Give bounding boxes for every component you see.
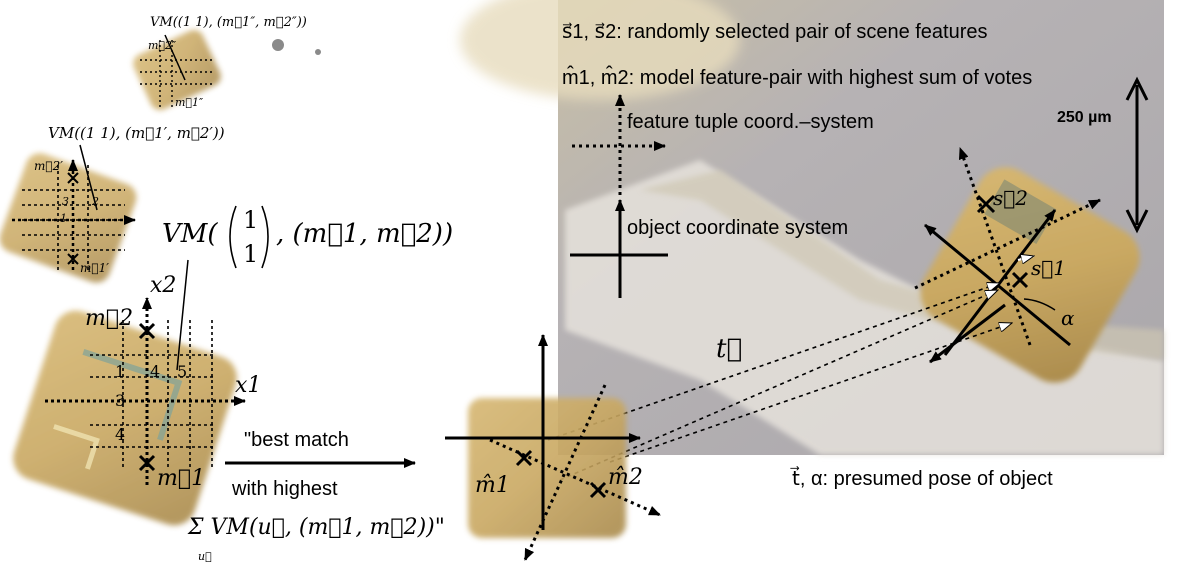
x1-label: x1 (235, 373, 261, 398)
m1-marker (138, 454, 156, 472)
translation-lines: t⃗ (547, 283, 1012, 481)
vote-middle-label: VM((1 1), (m⃗1′, m⃗2′)) (48, 124, 225, 142)
best-match-line2: with highest (231, 478, 338, 500)
s1-marker (1011, 271, 1029, 289)
legend-tuple-cs: feature tuple coord.–system (627, 111, 874, 133)
scale-bar-label: 250 µm (1057, 109, 1112, 126)
chip-top: m⃗2″ m⃗1″ VM((1 1), (m⃗1″, m⃗2″)) (133, 15, 321, 110)
best-match-line1: "best match (244, 429, 349, 451)
scale-bar: 250 µm (1057, 76, 1149, 234)
mini-grid-number-1: 3 (62, 195, 69, 208)
chip-main: 1 4 5 3 4 x2 x1 m⃗2 m⃗1 (13, 259, 261, 526)
legend-scene-pair: s⃗1, s⃗2: randomly selected pair of scen… (562, 21, 988, 43)
grid-number-2: 4 (150, 362, 160, 381)
grid-number-5: 4 (115, 425, 125, 444)
scene-tuple-axis-2 (914, 198, 1101, 290)
m2hat-marker (589, 481, 607, 499)
s1-label: s⃗1 (1031, 256, 1066, 280)
grid-number-4: 3 (115, 391, 125, 410)
translation-line-3 (609, 323, 1012, 463)
m1pp-label: m⃗1″ (175, 96, 204, 109)
m2pp-label: m⃗2″ (148, 39, 177, 52)
t-label: t⃗ (716, 334, 742, 364)
mini-grid-number-3: 1 (60, 212, 67, 225)
best-match-formula: Σ VM(u⃗, (m⃗1, m⃗2))" (187, 515, 445, 540)
vote-main: VM( 1 1 , (m⃗1, m⃗2)) (162, 205, 453, 269)
m1-label: m⃗1 (157, 466, 205, 491)
m2-marker (138, 322, 156, 340)
best-match: "best match with highest Σ VM(u⃗, (m⃗1, … (187, 429, 445, 563)
object-cs-glyph (570, 199, 668, 298)
legend-object-cs: object coordinate system (627, 217, 848, 239)
vote-main-prefix: VM( (162, 219, 218, 249)
vote-main-suffix: , (m⃗1, m⃗2)) (276, 219, 453, 249)
alpha-label: α (1061, 306, 1075, 330)
blob-2 (315, 49, 321, 55)
s2-label: s⃗2 (993, 186, 1028, 210)
legend-pose: t⃗, α: presumed pose of object (790, 465, 1053, 490)
grid-number-3: 5 (177, 362, 187, 381)
chip-middle: 3 2 1 m⃗2′ m⃗1′ VM((1 1), (m⃗1′, m⃗2′)) (0, 124, 225, 283)
m1hat-marker (515, 449, 533, 467)
x2-label: x2 (150, 273, 176, 298)
m2-label: m⃗2 (85, 306, 133, 331)
legend: s⃗1, s⃗2: randomly selected pair of scen… (562, 21, 1053, 490)
mini-grid-number-2: 2 (91, 195, 99, 208)
grid-number-1: 1 (115, 362, 125, 381)
blob-1 (272, 39, 284, 51)
legend-model-pair: m̂1, m̂2: model feature-pair with highes… (562, 66, 1032, 89)
m1p-label: m⃗1′ (80, 261, 109, 275)
vote-top-label: VM((1 1), (m⃗1″, m⃗2″)) (150, 15, 307, 30)
chip-model: m̂1 m̂2 (445, 334, 661, 561)
vote-main-vec-1: 1 (243, 206, 258, 234)
vote-main-vec-2: 1 (243, 240, 258, 268)
m2hat-label: m̂2 (608, 465, 643, 490)
tuple-cs-glyph (572, 94, 666, 195)
s2-marker (976, 194, 996, 214)
m2p-label: m⃗2′ (34, 159, 63, 173)
best-match-sum-index: u⃗ (198, 550, 212, 563)
m1hat-label: m̂1 (475, 473, 510, 498)
